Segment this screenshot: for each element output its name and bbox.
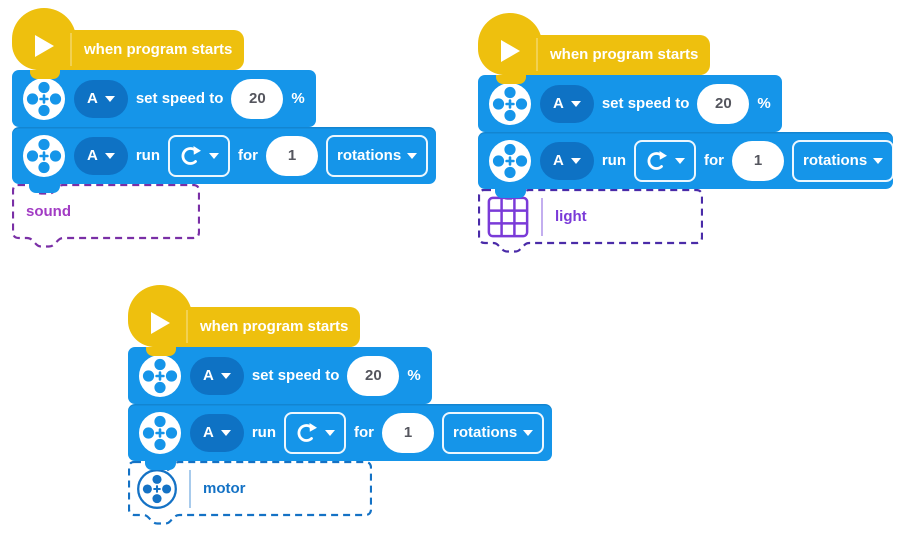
hat-divider	[186, 310, 188, 343]
motor-icon	[489, 82, 531, 125]
caret-down-icon	[570, 157, 581, 164]
set-speed-block[interactable]: A set speed to 20 %	[478, 75, 782, 132]
unit-value: rotations	[337, 147, 402, 164]
unit-value: rotations	[453, 424, 518, 441]
clockwise-arrow-icon	[647, 150, 668, 170]
port-value: A	[87, 90, 98, 107]
placeholder-label: sound	[26, 203, 71, 220]
unit-value: rotations	[803, 152, 868, 169]
caret-down-icon	[570, 100, 581, 107]
caret-down-icon	[325, 429, 336, 436]
percent-label: %	[757, 95, 771, 112]
motor-icon	[139, 354, 181, 397]
motor-icon	[489, 139, 531, 182]
speed-value-input[interactable]: 20	[231, 78, 284, 119]
block-connector-tab	[145, 461, 176, 470]
port-value: A	[203, 367, 214, 384]
for-label: for	[238, 147, 259, 164]
port-dropdown[interactable]: A	[74, 79, 128, 118]
hat-connector-tab	[30, 70, 60, 79]
amount-value-input[interactable]: 1	[382, 412, 435, 453]
play-icon	[501, 40, 520, 62]
caret-down-icon	[104, 152, 115, 159]
run-label: run	[601, 152, 627, 169]
hat-body	[148, 307, 360, 347]
unit-dropdown[interactable]: rotations	[326, 134, 429, 177]
set-speed-label: set speed to	[135, 90, 224, 107]
caret-down-icon	[407, 152, 418, 159]
set-speed-block[interactable]: A set speed to 20 %	[128, 347, 432, 404]
port-dropdown[interactable]: A	[190, 413, 244, 452]
placeholder-light-block[interactable]: light	[478, 189, 703, 259]
set-speed-label: set speed to	[251, 367, 340, 384]
motor-icon	[139, 411, 181, 454]
amount-value-input[interactable]: 1	[266, 135, 319, 176]
placeholder-sound-block[interactable]: sound	[12, 184, 200, 254]
block-connector-tab	[495, 189, 526, 198]
caret-down-icon	[523, 429, 534, 436]
port-value: A	[553, 152, 564, 169]
when-program-starts-block[interactable]: when program starts	[478, 13, 710, 84]
caret-down-icon	[220, 372, 231, 379]
hat-label: when program starts	[84, 41, 233, 58]
for-label: for	[704, 152, 725, 169]
motor-icon	[23, 134, 65, 177]
motor-outline-icon	[137, 468, 177, 509]
unit-dropdown[interactable]: rotations	[442, 411, 545, 454]
hat-label: when program starts	[550, 46, 699, 63]
placeholder-label: motor	[203, 480, 246, 497]
percent-label: %	[291, 90, 305, 107]
caret-down-icon	[220, 429, 231, 436]
percent-label: %	[407, 367, 421, 384]
port-dropdown[interactable]: A	[540, 84, 594, 123]
speed-value-input[interactable]: 20	[347, 355, 400, 396]
set-speed-block[interactable]: A set speed to 20 %	[12, 70, 316, 127]
hat-divider	[70, 33, 72, 66]
run-block[interactable]: A run for 1 rotations	[128, 404, 552, 461]
direction-dropdown[interactable]	[634, 139, 697, 182]
light-matrix-icon	[487, 196, 529, 237]
port-dropdown[interactable]: A	[190, 356, 244, 395]
placeholder-divider	[541, 197, 543, 236]
port-dropdown[interactable]: A	[74, 136, 128, 175]
caret-down-icon	[675, 157, 686, 164]
hat-label: when program starts	[200, 318, 349, 335]
direction-dropdown[interactable]	[168, 134, 231, 177]
speed-value-input[interactable]: 20	[697, 83, 750, 124]
play-icon	[151, 312, 170, 334]
for-label: for	[354, 424, 375, 441]
port-value: A	[553, 95, 564, 112]
port-dropdown[interactable]: A	[540, 141, 594, 180]
run-block[interactable]: A run for 1 rotations	[478, 132, 895, 189]
clockwise-arrow-icon	[297, 422, 318, 442]
hat-body	[32, 30, 244, 70]
block-connector-tab	[29, 184, 60, 193]
set-speed-label: set speed to	[601, 95, 690, 112]
amount-value-input[interactable]: 1	[732, 140, 785, 181]
motor-icon	[23, 77, 65, 120]
dashed-outline	[12, 184, 200, 248]
placeholder-divider	[189, 469, 191, 508]
play-icon	[35, 35, 54, 57]
direction-dropdown[interactable]	[284, 411, 347, 454]
placeholder-label: light	[555, 208, 587, 225]
when-program-starts-block[interactable]: when program starts	[12, 8, 244, 79]
run-block[interactable]: A run for 1 rotations	[12, 127, 436, 184]
placeholder-motor-block[interactable]: motor	[128, 461, 372, 531]
hat-body	[498, 35, 710, 75]
run-label: run	[135, 147, 161, 164]
when-program-starts-block[interactable]: when program starts	[128, 285, 360, 356]
unit-dropdown[interactable]: rotations	[792, 139, 895, 182]
port-value: A	[203, 424, 214, 441]
port-value: A	[87, 147, 98, 164]
run-label: run	[251, 424, 277, 441]
hat-connector-tab	[146, 347, 176, 356]
clockwise-arrow-icon	[181, 145, 202, 165]
caret-down-icon	[873, 157, 884, 164]
hat-connector-tab	[496, 75, 526, 84]
caret-down-icon	[104, 95, 115, 102]
hat-divider	[536, 38, 538, 71]
caret-down-icon	[209, 152, 220, 159]
